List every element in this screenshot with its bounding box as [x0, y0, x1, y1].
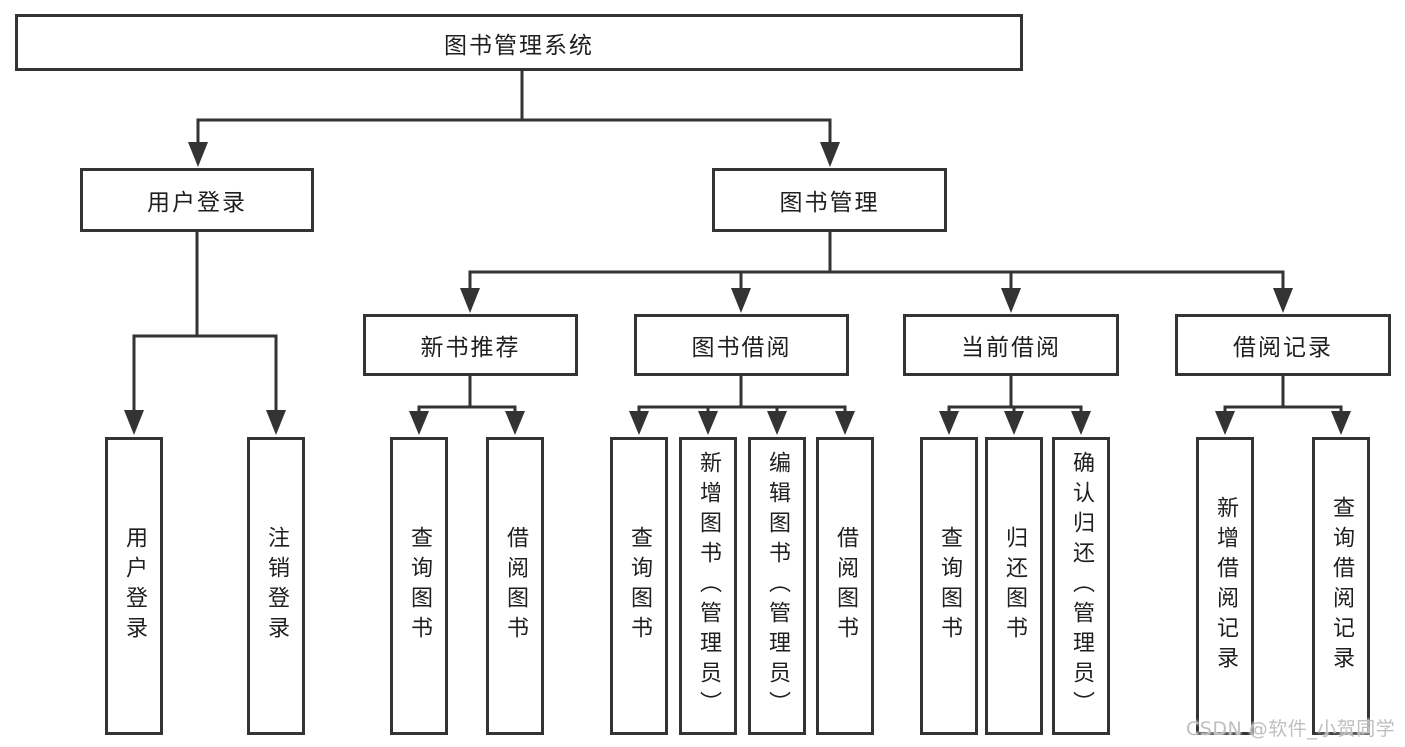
leaf-current-confirm-return-admin: 确认归还（管理员） [1052, 437, 1110, 735]
watermark-csdn: CSDN @软件_小贺同学 [1186, 718, 1396, 740]
leaf-recommend-borrow-book: 借阅图书 [486, 437, 544, 735]
leaf-current-query-book: 查询图书 [920, 437, 978, 735]
leaf-logout: 注销登录 [247, 437, 305, 735]
node-user-login: 用户登录 [80, 168, 314, 232]
leaf-current-return-book: 归还图书 [985, 437, 1043, 735]
node-book-borrowing: 图书借阅 [634, 314, 849, 376]
node-current-borrowing: 当前借阅 [903, 314, 1119, 376]
node-borrowing-records: 借阅记录 [1175, 314, 1391, 376]
node-book-management: 图书管理 [712, 168, 947, 232]
leaf-records-add-borrow-record: 新增借阅记录 [1196, 437, 1254, 735]
leaf-recommend-query-book: 查询图书 [390, 437, 448, 735]
leaf-borrowing-edit-book-admin: 编辑图书（管理员） [748, 437, 806, 735]
node-library-system: 图书管理系统 [15, 14, 1023, 71]
leaf-borrowing-add-book-admin: 新增图书（管理员） [679, 437, 737, 735]
leaf-borrowing-borrow-book: 借阅图书 [816, 437, 874, 735]
leaf-records-query-borrow-record: 查询借阅记录 [1312, 437, 1370, 735]
node-new-book-recommend: 新书推荐 [363, 314, 578, 376]
leaf-user-login: 用户登录 [105, 437, 163, 735]
leaf-borrowing-query-book: 查询图书 [610, 437, 668, 735]
